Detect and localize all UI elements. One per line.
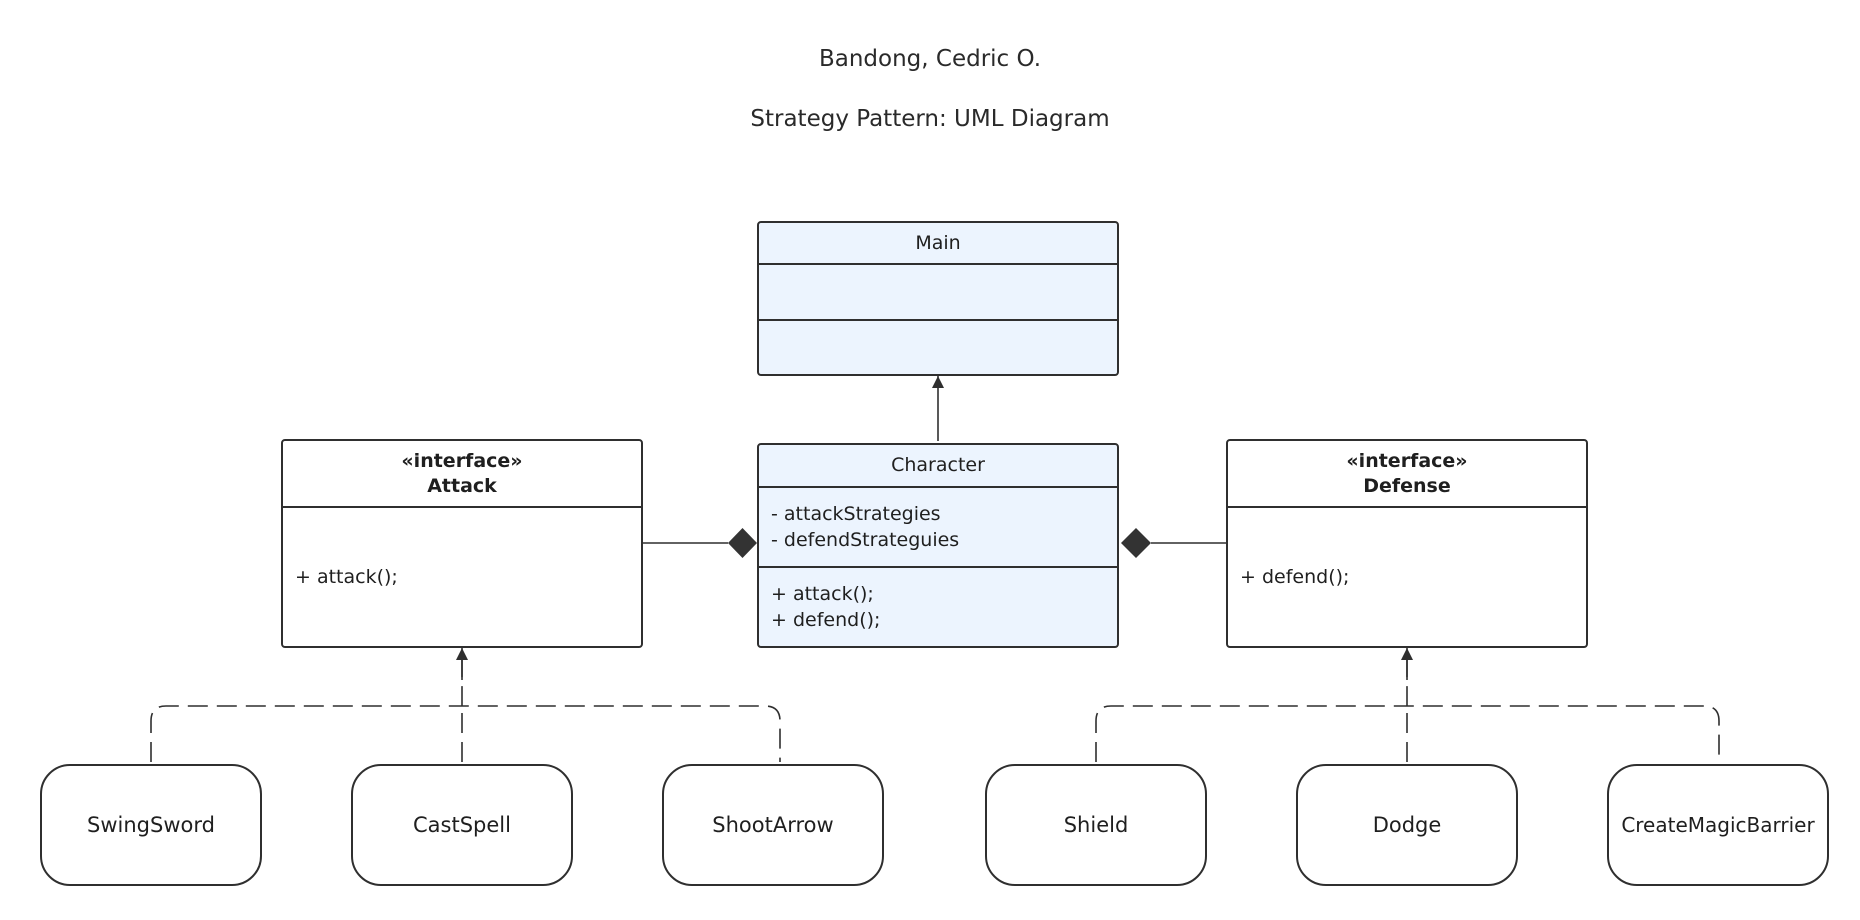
character-class-name: Character (891, 454, 985, 476)
shoot-arrow-node[interactable]: ShootArrow (662, 764, 884, 886)
defense-composition-diamond (1121, 528, 1151, 558)
author-name: Bandong, Cedric O. (818, 46, 1041, 72)
attribute-defend-strategies: - defendStrateguies (771, 529, 960, 551)
create-magic-barrier-node[interactable]: CreateMagicBarrier (1607, 764, 1829, 886)
character-attributes: - attackStrategies - defendStrateguies (759, 488, 1117, 568)
defense-realization-lines (1095, 648, 1720, 762)
shield-node[interactable]: Shield (985, 764, 1207, 886)
main-attributes (759, 265, 1117, 321)
main-class[interactable]: Main (757, 221, 1119, 376)
attack-stereotype: «interface» (401, 449, 523, 472)
defense-methods: + defend(); (1228, 508, 1586, 646)
character-class-header: Character (759, 445, 1117, 488)
defend-method: + defend(); (1240, 566, 1350, 588)
main-class-name: Main (915, 231, 961, 254)
cast-spell-node[interactable]: CastSpell (351, 764, 573, 886)
main-methods (759, 321, 1117, 374)
attack-interface-name: Attack (427, 474, 497, 497)
character-class[interactable]: Character - attackStrategies - defendStr… (757, 443, 1119, 648)
attack-realization-lines (150, 648, 781, 762)
defense-interface-name: Defense (1363, 474, 1451, 497)
swing-sword-node[interactable]: SwingSword (40, 764, 262, 886)
attack-interface[interactable]: «interface» Attack + attack(); (281, 439, 643, 648)
attack-methods: + attack(); (283, 508, 641, 646)
main-class-header: Main (759, 223, 1117, 265)
character-methods: + attack(); + defend(); (759, 568, 1117, 646)
method-attack: + attack(); (771, 583, 874, 605)
diagram-title: Strategy Pattern: UML Diagram (750, 106, 1110, 132)
attribute-attack-strategies: - attackStrategies (771, 503, 941, 525)
defense-interface-header: «interface» Defense (1228, 441, 1586, 508)
method-defend: + defend(); (771, 609, 881, 631)
defense-stereotype: «interface» (1346, 449, 1468, 472)
attack-composition-diamond (728, 528, 757, 558)
attack-method: + attack(); (295, 566, 398, 588)
dodge-node[interactable]: Dodge (1296, 764, 1518, 886)
defense-interface[interactable]: «interface» Defense + defend(); (1226, 439, 1588, 648)
attack-interface-header: «interface» Attack (283, 441, 641, 508)
